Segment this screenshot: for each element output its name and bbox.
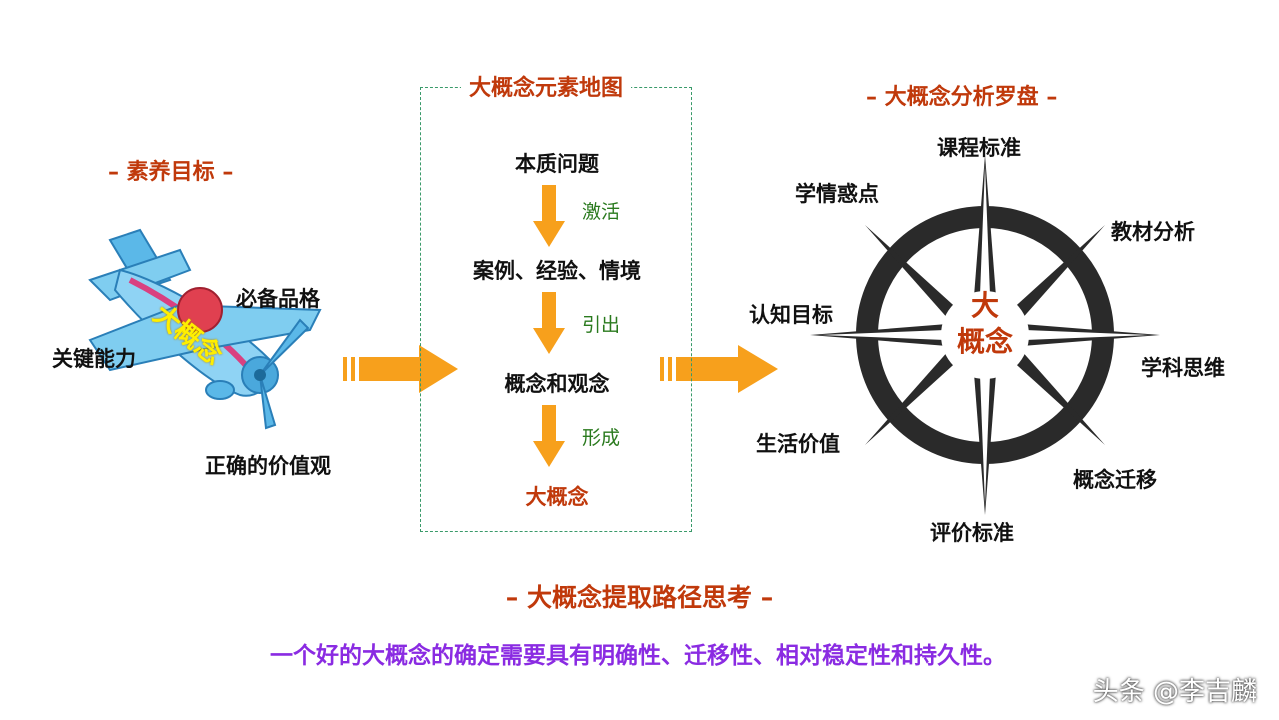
step-big-concept: 大概念 <box>525 485 589 509</box>
label-key-ability: 关键能力 <box>52 347 136 371</box>
arrow-middle-to-right <box>660 345 778 393</box>
compass-point-left: 认知目标 <box>749 303 833 327</box>
literacy-goal-heading: – 素养目标 – <box>108 160 234 185</box>
compass-heading: – 大概念分析罗盘 – <box>866 85 1058 110</box>
arrow-label-form: 形成 <box>582 427 621 449</box>
compass-rose <box>810 155 1160 515</box>
compass-center-line2: 概念 <box>956 325 1013 358</box>
compass-point-right: 学科思维 <box>1141 356 1225 380</box>
compass-center-label: 大 概念 <box>942 288 1028 360</box>
compass-point-bottom-right: 概念迁移 <box>1073 468 1157 492</box>
extraction-path-title: – 大概念提取路径思考 – <box>505 583 774 612</box>
down-arrow-2 <box>533 292 565 354</box>
step-concepts: 概念和观念 <box>504 372 610 396</box>
label-values: 正确的价值观 <box>205 454 331 478</box>
compass-point-top-right: 教材分析 <box>1111 220 1195 244</box>
airplane-illustration <box>88 228 322 430</box>
compass-center-line1: 大 <box>970 289 999 322</box>
arrow-label-activate: 激活 <box>582 201 621 223</box>
step-cases: 案例、经验、情境 <box>473 259 641 283</box>
down-arrow-1 <box>533 185 565 247</box>
compass-point-top-left: 学情惑点 <box>795 182 879 206</box>
down-arrow-3 <box>533 405 565 467</box>
step-essential-question: 本质问题 <box>515 152 599 176</box>
watermark: 头条 @李吉麟 <box>1092 677 1257 707</box>
arrow-label-lead: 引出 <box>582 314 621 336</box>
arrow-left-to-middle <box>343 345 458 393</box>
element-map-title: 大概念元素地图 <box>461 70 632 102</box>
compass-point-top: 课程标准 <box>937 136 1021 160</box>
compass-point-bottom-left: 生活价值 <box>756 432 840 456</box>
element-map-box: 本质问题 案例、经验、情境 概念和观念 大概念 激活 引出 形成 <box>420 87 692 532</box>
tagline: 一个好的大概念的确定需要具有明确性、迁移性、相对稳定性和持久性。 <box>270 643 1006 669</box>
compass-point-bottom: 评价标准 <box>930 521 1014 545</box>
label-character: 必备品格 <box>236 287 320 311</box>
